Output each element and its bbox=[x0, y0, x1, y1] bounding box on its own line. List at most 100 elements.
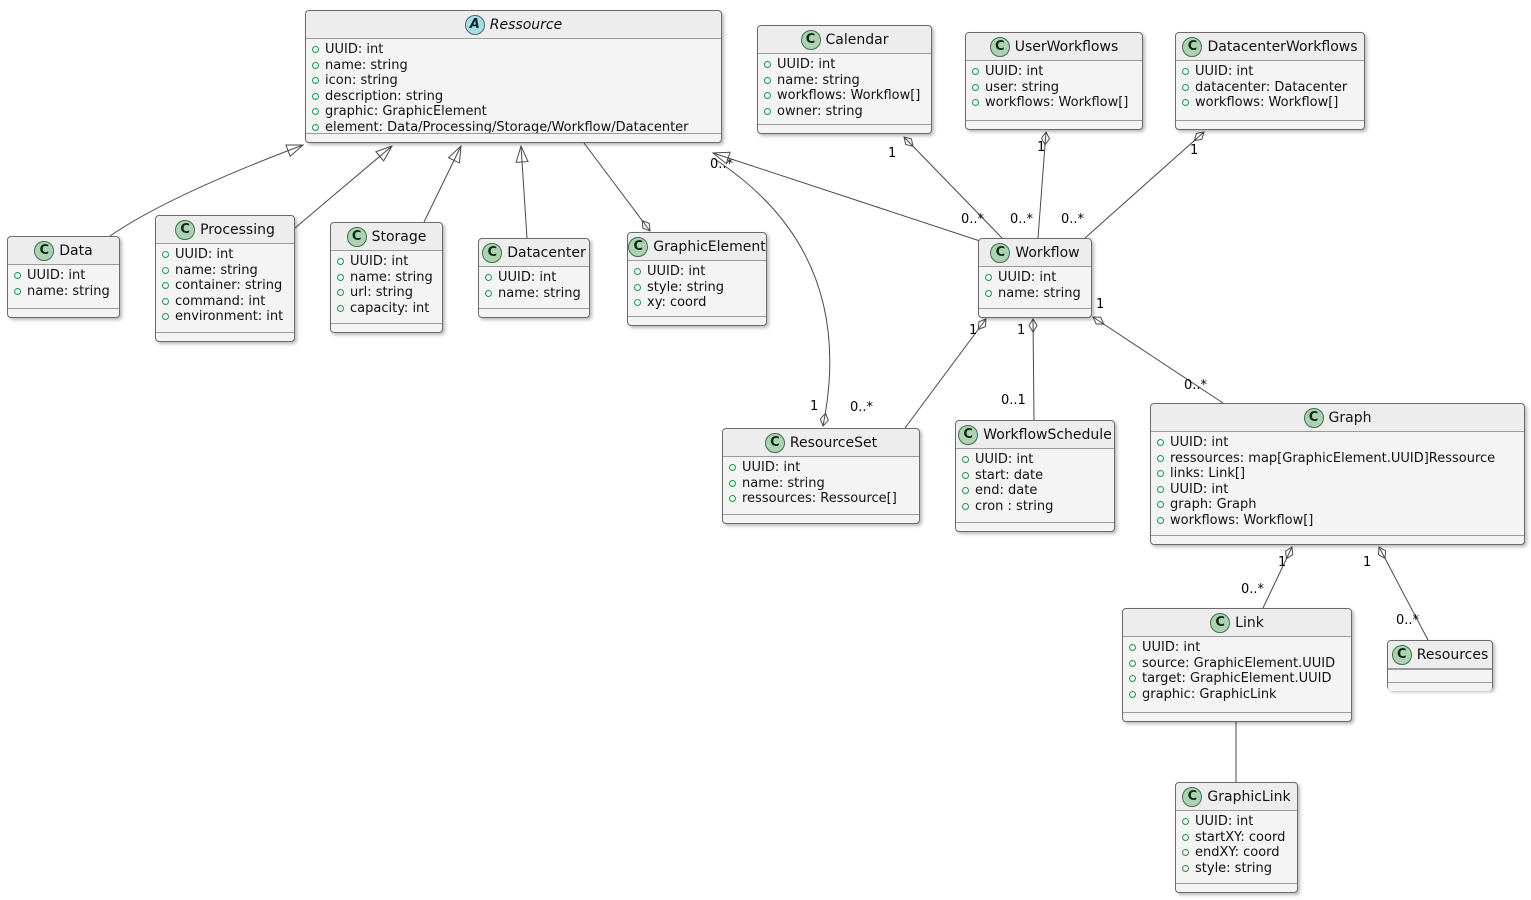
attribute-text: description: string bbox=[325, 88, 444, 104]
class-box-storage: C Storage UUID: int name: string url: st… bbox=[330, 222, 443, 333]
class-icon: C bbox=[1182, 36, 1203, 57]
attribute-row: container: string bbox=[162, 278, 288, 294]
attribute-text: links: Link[] bbox=[1170, 466, 1246, 481]
attribute-text: UUID: int bbox=[498, 270, 557, 285]
field-icon bbox=[162, 251, 169, 259]
attribute-text: startXY: coord bbox=[1195, 829, 1286, 845]
attribute-text: ressources: map[GraphicElement.UUID]Ress… bbox=[1170, 450, 1496, 466]
class-icon: C bbox=[34, 240, 55, 261]
field-icon bbox=[1157, 501, 1164, 509]
edge-workflow-ressource bbox=[713, 153, 981, 242]
multiplicity-label: 1 bbox=[1190, 143, 1199, 158]
attribute-row: xy: coord bbox=[634, 295, 760, 311]
attribute-row: workflows: Workflow[] bbox=[1157, 513, 1518, 529]
attribute-row: description: string bbox=[312, 89, 715, 105]
methods-compartment bbox=[306, 133, 721, 142]
class-header: C WorkflowSchedule bbox=[956, 421, 1114, 449]
class-box-data: C Data UUID: int name: string bbox=[7, 236, 120, 318]
attribute-row: target: GraphicElement.UUID bbox=[1129, 671, 1345, 687]
class-name: Calendar bbox=[825, 31, 889, 48]
class-header: A Ressource bbox=[306, 11, 721, 39]
class-icon: C bbox=[1210, 612, 1231, 633]
attributes-compartment: UUID: int source: GraphicElement.UUID ta… bbox=[1123, 637, 1351, 712]
attribute-text: UUID: int bbox=[777, 57, 836, 72]
attribute-row: user: string bbox=[972, 80, 1136, 96]
field-icon bbox=[764, 76, 771, 84]
field-icon bbox=[337, 304, 344, 312]
class-name: WorkflowSchedule bbox=[983, 426, 1112, 443]
attribute-text: UUID: int bbox=[325, 42, 384, 57]
attributes-compartment: UUID: int user: string workflows: Workfl… bbox=[966, 61, 1142, 120]
class-header: C GraphicElement bbox=[628, 233, 766, 261]
multiplicity-label: 0..* bbox=[710, 157, 734, 172]
attribute-text: source: GraphicElement.UUID bbox=[1142, 655, 1336, 671]
multiplicity-label: 0..* bbox=[1061, 212, 1085, 227]
attribute-text: url: string bbox=[350, 285, 414, 300]
methods-compartment bbox=[979, 308, 1091, 317]
class-icon: C bbox=[1303, 407, 1324, 428]
class-name: Link bbox=[1235, 614, 1264, 631]
field-icon bbox=[1129, 659, 1136, 667]
methods-compartment bbox=[628, 316, 766, 325]
attribute-row: UUID: int bbox=[985, 270, 1085, 286]
field-icon bbox=[162, 297, 169, 305]
field-icon bbox=[1182, 864, 1189, 872]
attribute-row: UUID: int bbox=[962, 452, 1108, 468]
methods-compartment bbox=[8, 308, 119, 317]
class-icon: C bbox=[1182, 786, 1203, 807]
attribute-row: owner: string bbox=[764, 104, 925, 120]
class-box-graph: C Graph UUID: int ressources: map[Graphi… bbox=[1150, 403, 1525, 545]
class-box-processing: C Processing UUID: int name: string cont… bbox=[155, 215, 295, 342]
field-icon bbox=[962, 471, 969, 479]
field-icon bbox=[312, 108, 319, 116]
field-icon bbox=[764, 61, 771, 69]
field-icon bbox=[1182, 83, 1189, 91]
attribute-row: ressources: Ressource[] bbox=[729, 491, 913, 507]
field-icon bbox=[764, 107, 771, 115]
attributes-compartment: UUID: int name: string ressources: Resso… bbox=[723, 457, 919, 514]
class-name: Workflow bbox=[1015, 244, 1080, 261]
multiplicity-label: 1 bbox=[1037, 140, 1046, 155]
attribute-row: endXY: coord bbox=[1182, 845, 1291, 861]
attributes-compartment: UUID: int style: string xy: coord bbox=[628, 261, 766, 316]
attribute-row: icon: string bbox=[312, 73, 715, 89]
attribute-row: name: string bbox=[337, 270, 436, 286]
attribute-text: UUID: int bbox=[742, 460, 801, 475]
attribute-text: cron : string bbox=[975, 498, 1054, 514]
field-icon bbox=[962, 487, 969, 495]
attribute-row: startXY: coord bbox=[1182, 830, 1291, 846]
methods-compartment bbox=[956, 522, 1114, 531]
attribute-row: UUID: int bbox=[1157, 482, 1518, 498]
attributes-compartment: UUID: int ressources: map[GraphicElement… bbox=[1151, 432, 1524, 535]
abstract-class-icon: A bbox=[464, 14, 485, 35]
attributes-compartment bbox=[1388, 669, 1492, 682]
field-icon bbox=[972, 99, 979, 107]
class-header: C Calendar bbox=[758, 26, 931, 54]
attribute-row: datacenter: Datacenter bbox=[1182, 80, 1358, 96]
field-icon bbox=[1129, 644, 1136, 652]
attribute-text: UUID: int bbox=[1195, 814, 1254, 829]
class-name: Graph bbox=[1328, 409, 1372, 426]
attribute-text: target: GraphicElement.UUID bbox=[1142, 671, 1332, 686]
methods-compartment bbox=[156, 332, 294, 341]
class-header: C ResourceSet bbox=[723, 429, 919, 457]
attribute-row: UUID: int bbox=[485, 270, 583, 286]
attribute-text: UUID: int bbox=[1195, 64, 1254, 79]
attribute-row: graphic: GraphicLink bbox=[1129, 687, 1345, 703]
class-header: C Processing bbox=[156, 216, 294, 244]
class-icon: C bbox=[482, 242, 503, 263]
methods-compartment bbox=[966, 120, 1142, 129]
methods-compartment bbox=[1123, 712, 1351, 721]
attributes-compartment: UUID: int name: string bbox=[8, 265, 119, 308]
class-name: DatacenterWorkflows bbox=[1207, 38, 1358, 55]
attribute-text: start: date bbox=[975, 467, 1044, 483]
multiplicity-label: 0..* bbox=[1184, 378, 1208, 393]
attribute-text: workflows: Workflow[] bbox=[985, 95, 1129, 110]
multiplicity-label: 0..1 bbox=[1001, 393, 1026, 408]
field-icon bbox=[312, 77, 319, 85]
attribute-row: element: Data/Processing/Storage/Workflo… bbox=[312, 120, 715, 133]
attribute-row: name: string bbox=[764, 73, 925, 89]
field-icon bbox=[729, 464, 736, 472]
attribute-text: graphic: GraphicElement bbox=[325, 104, 487, 119]
